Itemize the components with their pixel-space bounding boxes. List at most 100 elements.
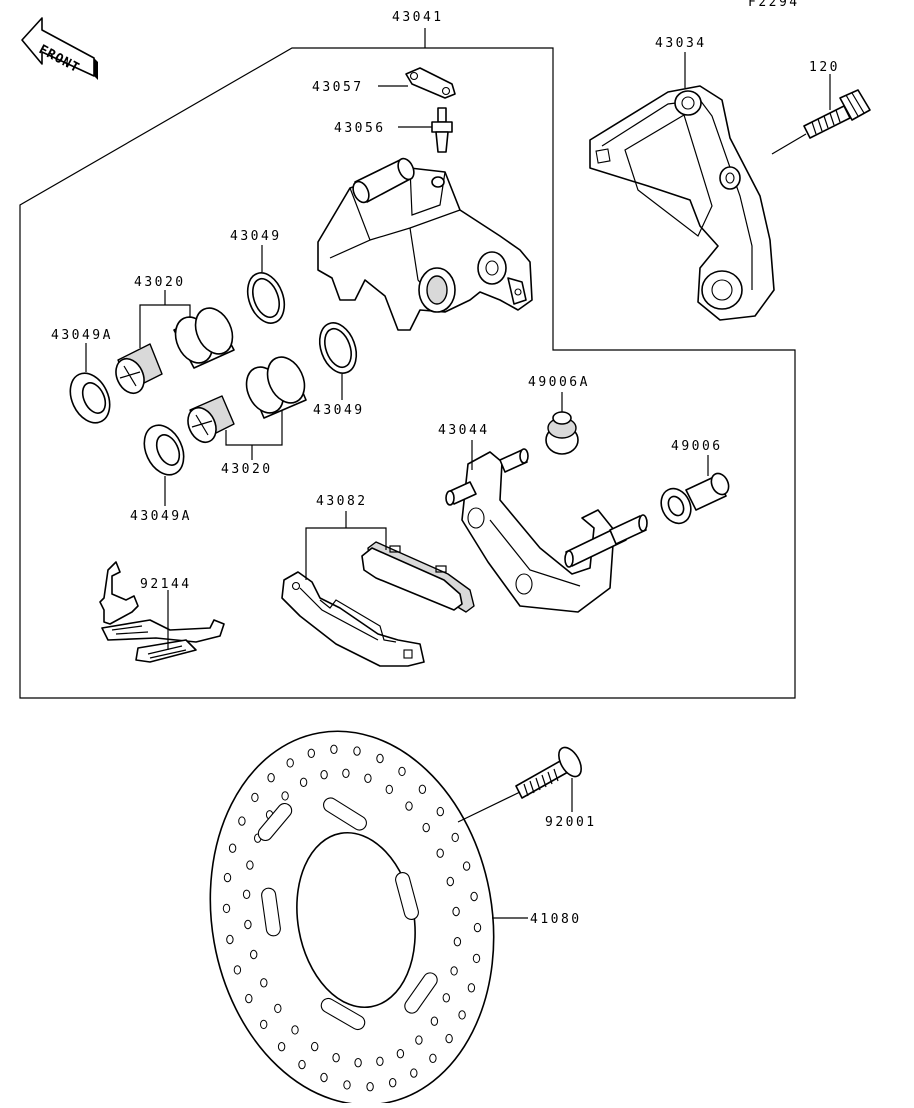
disc-vent-hole — [472, 953, 481, 964]
disc-vent-hole — [458, 1010, 466, 1020]
disc-vent-hole — [385, 784, 393, 795]
disc-vent-hole — [470, 891, 478, 902]
callout-43049A-bottom: 43049A — [130, 509, 192, 524]
disc-vent-hole — [342, 768, 350, 778]
brake-pad-front — [281, 571, 425, 667]
disc-vent-hole — [442, 993, 450, 1003]
disc-vent-hole — [277, 1042, 286, 1052]
front-arrow-icon: FRONT — [21, 17, 98, 80]
piston-upper — [173, 307, 235, 369]
disc-vent-hole — [320, 1072, 328, 1083]
bleed-valve-cap — [405, 67, 456, 99]
disc-vent-hole — [366, 1082, 374, 1092]
callout-43049-mid: 43049 — [313, 403, 365, 418]
disc-vent-hole — [462, 861, 471, 871]
dust-seal-left — [69, 372, 111, 424]
disc-vent-hole — [436, 806, 444, 817]
caliper-assembly-box — [19, 47, 796, 699]
disc-vent-hole — [473, 922, 482, 933]
callout-43049A-left: 43049A — [51, 328, 113, 343]
disc-vent-hole — [244, 919, 252, 930]
callout-43041: 43041 — [392, 10, 444, 25]
piston-insert-upper — [115, 343, 163, 395]
disc-vent-hole — [238, 816, 246, 826]
disc-vent-hole — [286, 758, 294, 768]
disc-vent-hole — [260, 1019, 268, 1030]
disc-vent-hole — [260, 978, 268, 988]
bracket-bolt — [803, 89, 871, 139]
brake-disc — [209, 730, 495, 1106]
slide-pin — [660, 472, 730, 525]
disc-vent-hole — [422, 822, 430, 833]
callout-43057: 43057 — [312, 80, 364, 95]
callout-43049-top: 43049 — [230, 229, 282, 244]
disc-vent-hole — [429, 1053, 437, 1064]
brake-pad-rear — [361, 541, 475, 613]
disc-bolt — [515, 746, 582, 799]
disc-vent-hole — [242, 889, 251, 899]
caliper-body — [317, 157, 533, 331]
disc-vent-hole — [291, 1025, 299, 1035]
disc-vent-hole — [430, 1016, 439, 1026]
disc-vent-hole — [467, 983, 476, 993]
disc-vent-hole — [222, 903, 231, 914]
bleed-valve — [431, 107, 453, 153]
disc-vent-hole — [307, 748, 315, 758]
disc-vent-hole — [415, 1035, 423, 1045]
disc-vent-hole — [246, 860, 254, 870]
disc-vent-hole — [330, 744, 338, 754]
disc-vent-hole — [376, 1056, 384, 1067]
diagram-ref-code: F2294 — [748, 0, 800, 10]
callout-49006: 49006 — [671, 439, 723, 454]
disc-vent-hole — [299, 777, 308, 787]
callout-43082: 43082 — [316, 494, 368, 509]
disc-vent-hole — [453, 937, 462, 947]
dust-seal-bottom — [143, 424, 185, 476]
callout-41080: 41080 — [530, 912, 582, 927]
callout-92001: 92001 — [545, 815, 597, 830]
disc-vent-hole — [267, 773, 275, 783]
disc-vent-hole — [396, 1049, 405, 1059]
disc-vent-hole — [418, 784, 427, 794]
piston-insert-lower — [187, 395, 235, 444]
disc-vent-hole — [250, 949, 258, 960]
disc-vent-hole — [274, 1003, 282, 1014]
disc-vent-hole — [226, 934, 234, 945]
slide-pin-boot — [545, 411, 579, 455]
disc-vent-hole — [343, 1080, 351, 1090]
disc-vent-hole — [228, 843, 237, 853]
disc-vent-hole — [376, 753, 384, 764]
disc-vent-hole — [405, 801, 413, 811]
disc-vent-hole — [436, 848, 444, 858]
disc-vent-hole — [451, 832, 459, 843]
disc-vent-hole — [281, 791, 289, 801]
callout-49006A: 49006A — [528, 375, 590, 390]
disc-vent-hole — [320, 770, 328, 780]
disc-vent-hole — [332, 1053, 340, 1063]
disc-vent-hole — [354, 1058, 362, 1068]
disc-vent-hole — [389, 1078, 397, 1088]
disc-vent-hole — [233, 965, 242, 975]
piston-lower — [245, 356, 307, 419]
pad-spring — [99, 561, 225, 663]
disc-vent-hole — [298, 1059, 306, 1070]
callout-43056: 43056 — [334, 121, 386, 136]
disc-vent-hole — [446, 876, 454, 887]
disc-vent-hole — [353, 746, 361, 756]
callout-92144: 92144 — [140, 577, 192, 592]
pad-holder — [445, 448, 648, 613]
disc-vent-hole — [452, 906, 460, 917]
piston-seal-top — [246, 272, 286, 324]
callout-43020-bottom: 43020 — [221, 462, 273, 477]
disc-vent-hole — [450, 966, 458, 976]
disc-vent-hole — [223, 872, 232, 883]
caliper-bracket — [589, 85, 775, 321]
callout-43044: 43044 — [438, 423, 490, 438]
disc-vent-hole — [364, 773, 372, 783]
disc-vent-hole — [251, 792, 259, 803]
callout-43020-top: 43020 — [134, 275, 186, 290]
disc-vent-hole — [398, 766, 406, 777]
disc-vent-hole — [410, 1068, 418, 1078]
